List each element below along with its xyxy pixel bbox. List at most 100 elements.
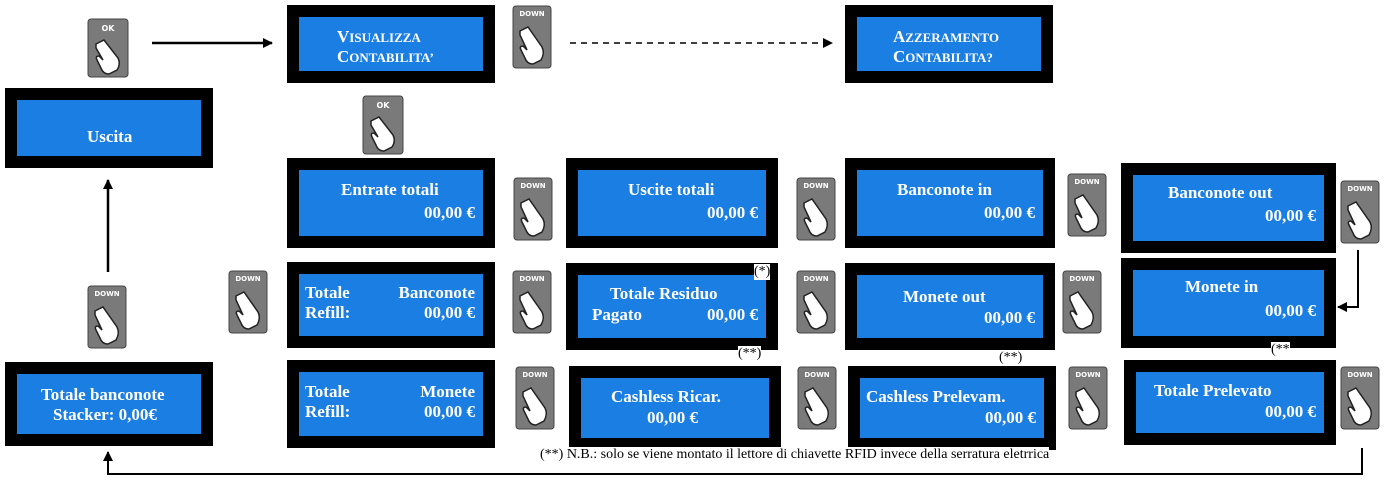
text: C <box>337 47 350 66</box>
screen-visualizza-contabilita: VISUALIZZA CONTABILITA’ <box>287 5 495 83</box>
screen-totale-prelevato: Totale Prelevato 00,00 € <box>1124 360 1336 445</box>
text: ISUALIZZA <box>349 30 421 45</box>
screen-cashless-prelevam: Cashless Prelevam. 00,00 € <box>848 366 1056 450</box>
screen-banconote-in: Banconote in 00,00 € <box>845 158 1055 248</box>
marker-single: (*) <box>754 264 771 280</box>
label-monete: Monete <box>420 382 475 401</box>
label: Monete out <box>903 287 986 306</box>
down-hand-icon: DOWN <box>512 5 552 69</box>
label: Banconote out <box>1168 183 1273 202</box>
label: Totale Prelevato <box>1154 381 1272 400</box>
value: 00,00 € <box>984 308 1035 327</box>
text: V <box>337 27 350 46</box>
value: 00,00 € <box>1265 301 1316 320</box>
ok-hand-icon: OK <box>362 95 404 155</box>
down-button[interactable]: DOWN <box>796 177 836 241</box>
label: Cashless Ricar. <box>611 387 721 406</box>
svg-text:DOWN: DOWN <box>235 275 260 283</box>
screen-banconote-out: Banconote out 00,00 € <box>1121 163 1336 253</box>
text: ONTABILITA’ <box>349 50 434 65</box>
text: ZZERAMENTO <box>905 30 999 45</box>
svg-text:DOWN: DOWN <box>520 182 545 190</box>
label: Monete in <box>1185 277 1259 296</box>
label-pagato: Pagato <box>592 305 643 324</box>
down-button[interactable]: DOWN <box>796 270 836 334</box>
text: ONTABILITA? <box>905 50 993 65</box>
screen-totale-monete-refill: Totale Monete Refill: 00,00 € <box>287 360 495 448</box>
down-hand-icon: DOWN <box>512 270 552 334</box>
ok-button-2[interactable]: OK <box>362 95 404 155</box>
down-hand-icon: DOWN <box>1068 366 1108 430</box>
label-refill: Refill: <box>305 402 351 421</box>
down-button[interactable]: DOWN <box>1340 180 1380 244</box>
down-button[interactable]: DOWN <box>1068 366 1108 430</box>
svg-text:DOWN: DOWN <box>1075 371 1100 379</box>
screen-entrate-totali: Entrate totali 00,00 € <box>287 158 495 248</box>
down-button[interactable]: DOWN <box>512 5 552 69</box>
svg-text:DOWN: DOWN <box>1069 275 1094 283</box>
down-button[interactable]: DOWN <box>512 270 552 334</box>
down-button[interactable]: DOWN <box>515 366 555 430</box>
svg-text:DOWN: DOWN <box>804 371 829 379</box>
svg-text:DOWN: DOWN <box>1074 178 1099 186</box>
down-hand-icon: DOWN <box>1067 173 1107 237</box>
marker-double-prelevato: (** <box>1271 342 1290 358</box>
svg-text:DOWN: DOWN <box>803 275 828 283</box>
value: 00,00 € <box>707 203 758 222</box>
down-button[interactable]: DOWN <box>1340 366 1380 430</box>
label: Cashless Prelevam. <box>866 387 1006 406</box>
down-hand-icon: DOWN <box>515 366 555 430</box>
text: A <box>893 27 906 46</box>
value: 00,00 € <box>707 305 758 324</box>
label: Totale banconote <box>41 385 165 404</box>
value: 00,00 € <box>1265 206 1316 225</box>
down-button[interactable]: DOWN <box>87 285 127 349</box>
ok-button[interactable]: OK <box>87 18 129 78</box>
value: 00,00 € <box>647 408 698 427</box>
down-hand-icon: DOWN <box>1340 180 1380 244</box>
value: 00,00 € <box>424 402 475 421</box>
down-hand-icon: DOWN <box>797 366 837 430</box>
screen-monete-in: Monete in 00,00 € <box>1121 258 1336 348</box>
value: 00,00 € <box>1265 402 1316 421</box>
value: 00,00 € <box>985 408 1036 427</box>
label: Entrate totali <box>341 180 439 199</box>
label: Uscite totali <box>628 180 715 199</box>
ok-hand-icon: OK <box>87 18 129 78</box>
label-totale: Totale <box>305 382 350 401</box>
footnote: (**) N.B.: solo se viene montato il lett… <box>540 447 1050 463</box>
svg-text:DOWN: DOWN <box>803 182 828 190</box>
label-refill: Refill: <box>305 303 351 322</box>
down-hand-icon: DOWN <box>796 270 836 334</box>
down-hand-icon: DOWN <box>1340 366 1380 430</box>
screen-totale-banconote-refill: Totale Banconote Refill: 00,00 € <box>287 262 495 348</box>
screen-monete-out: Monete out 00,00 € <box>845 263 1055 350</box>
svg-text:OK: OK <box>377 101 391 110</box>
down-button[interactable]: DOWN <box>513 177 553 241</box>
down-button[interactable]: DOWN <box>1067 173 1107 237</box>
screen-azzeramento-contabilita: AZZERAMENTO CONTABILITA? <box>845 5 1053 83</box>
label-totale: Totale <box>305 283 350 302</box>
down-button[interactable]: DOWN <box>228 270 268 334</box>
down-hand-icon: DOWN <box>87 285 127 349</box>
down-button[interactable]: DOWN <box>797 366 837 430</box>
marker-double-ricar: (**) <box>738 346 762 362</box>
screen-uscita: Uscita <box>5 88 213 168</box>
down-hand-icon: DOWN <box>513 177 553 241</box>
svg-text:DOWN: DOWN <box>519 10 544 18</box>
down-hand-icon: DOWN <box>228 270 268 334</box>
value: 00,00 € <box>984 203 1035 222</box>
down-hand-icon: DOWN <box>1062 270 1102 334</box>
value: 00,00 € <box>424 203 475 222</box>
down-button[interactable]: DOWN <box>1062 270 1102 334</box>
screen-uscite-totali: Uscite totali 00,00 € <box>566 158 778 248</box>
svg-text:DOWN: DOWN <box>519 275 544 283</box>
value: Stacker: 0,00€ <box>53 405 157 424</box>
svg-text:DOWN: DOWN <box>94 290 119 298</box>
text: C <box>893 47 906 66</box>
arrow-down-to-monete-in <box>1337 250 1359 312</box>
screen-totale-residuo-pagato: Totale Residuo Pagato 00,00 € <box>566 263 778 350</box>
label-banconote: Banconote <box>398 283 476 302</box>
svg-text:DOWN: DOWN <box>522 371 547 379</box>
